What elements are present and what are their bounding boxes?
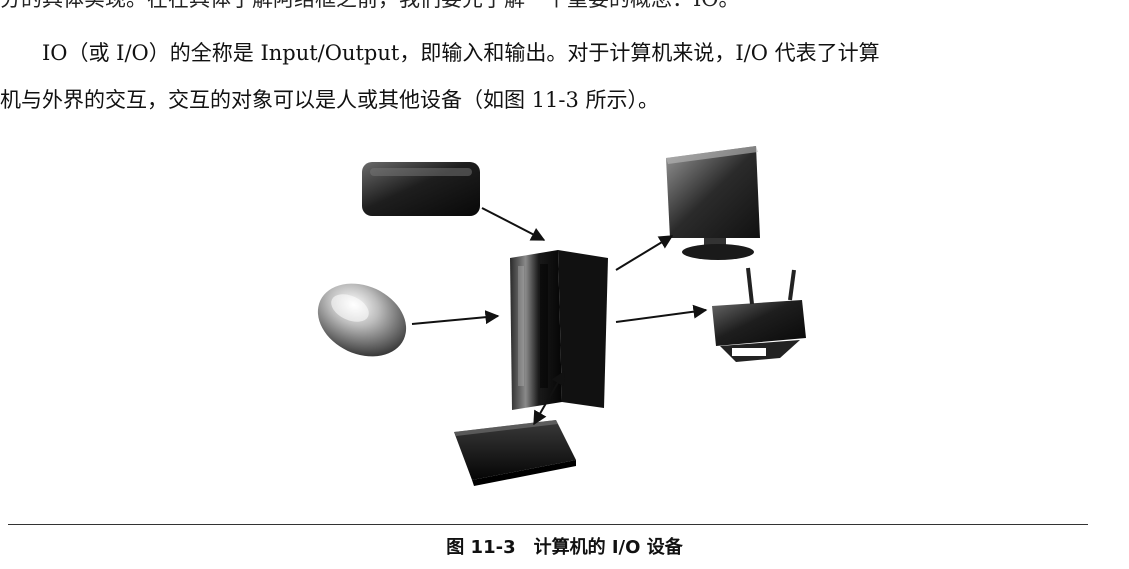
arrow-keyboard-to-computer: [481, 207, 546, 241]
keyboard-icon: [362, 162, 480, 216]
paragraph-io-interaction: 机与外界的交互，交互的对象可以是人或其他设备（如图 11-3 所示）。: [0, 88, 660, 112]
figure-caption-number: 图 11-3: [446, 537, 516, 558]
monitor-icon: [666, 146, 760, 260]
hard-drive-icon: [454, 420, 576, 486]
io-devices-illustration: [317, 146, 806, 486]
paragraph-io-definition: IO（或 I/O）的全称是 Input/Output，即输入和输出。对于计算机来…: [42, 41, 880, 65]
server-tower-icon: [510, 250, 608, 410]
caption-divider: [8, 524, 1088, 525]
figure-caption-text: 计算机的 I/O 设备: [533, 537, 683, 558]
figure-caption: 图 11-3 计算机的 I/O 设备: [0, 536, 1129, 560]
mouse-icon: [317, 283, 407, 357]
arrow-mouse-to-computer: [411, 310, 500, 325]
arrow-computer-drive-bidirectional: [533, 370, 565, 426]
top-text-fragment: 分的具体实现。在在具体了解阿络框之前，我们要先了解一个重要的概念：IO。: [0, 0, 740, 12]
arrow-computer-to-monitor: [615, 235, 674, 271]
arrow-computer-to-printer: [615, 304, 708, 323]
io-devices-figure: [300, 140, 820, 500]
printer-icon: [712, 267, 806, 362]
